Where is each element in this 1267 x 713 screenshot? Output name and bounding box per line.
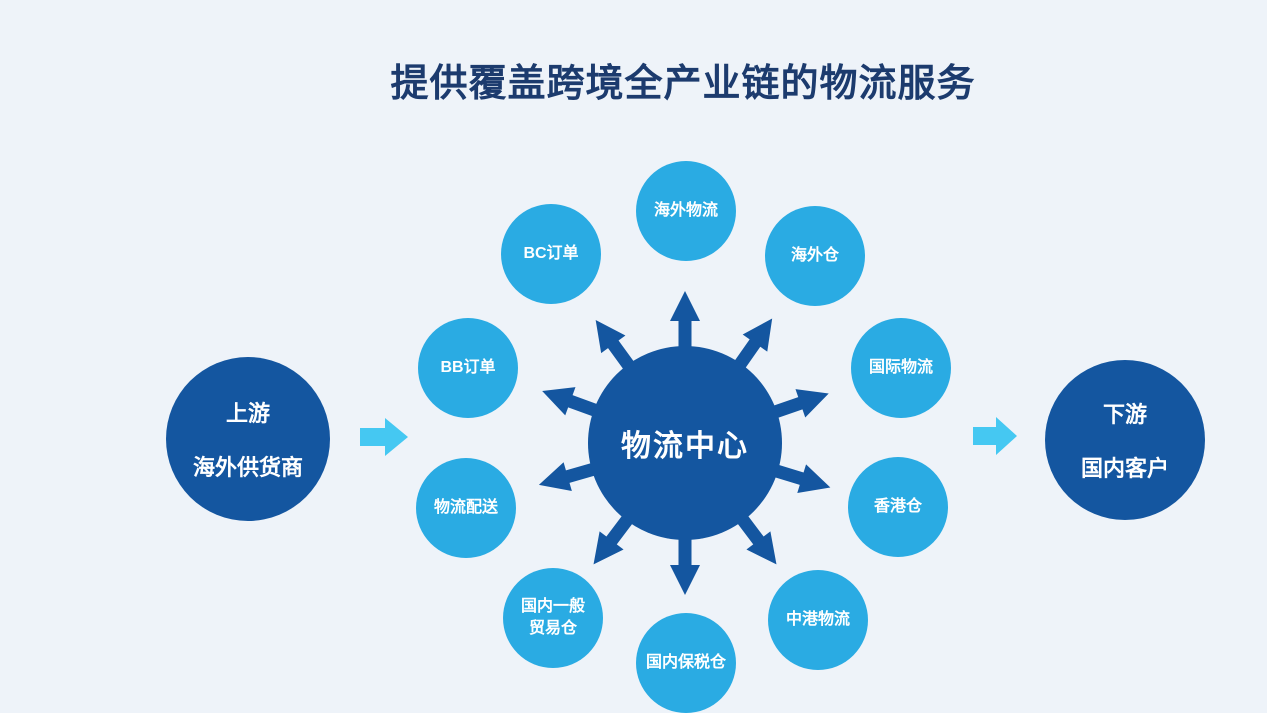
satellite-label: BC订单 [523, 244, 579, 262]
satellite-bc-orders: BC订单 [501, 204, 601, 304]
downstream-node-line1: 下游 [1102, 402, 1147, 427]
satellite-domestic-bonded-warehouse: 国内保税仓 [636, 613, 736, 713]
satellite-label: 国际物流 [868, 358, 933, 376]
satellite-logistics-distribution: 物流配送 [416, 458, 516, 558]
satellite-china-hk-logistics: 中港物流 [768, 570, 868, 670]
upstream-node: 上游 海外供货商 [166, 357, 330, 521]
satellite-label: 中港物流 [785, 610, 850, 628]
satellite-overseas-warehouse: 海外仓 [765, 206, 865, 306]
flow-arrow-right [973, 417, 1017, 455]
satellite-label: 物流配送 [433, 498, 498, 516]
radial-arrow-down [670, 513, 700, 595]
satellite-label: 国内保税仓 [645, 653, 726, 671]
downstream-node: 下游 国内客户 [1045, 360, 1205, 520]
logistics-center-label: 物流中心 [621, 430, 749, 463]
flow-arrow-left [360, 418, 408, 456]
satellite-overseas-logistics: 海外物流 [636, 161, 736, 261]
upstream-node-line1: 上游 [225, 401, 270, 426]
satellite-domestic-general-trade-warehouse: 国内一般 贸易仓 [503, 568, 603, 668]
satellite-label: 海外物流 [653, 201, 718, 219]
satellite-label: 海外仓 [790, 246, 839, 264]
satellite-international-logistics: 国际物流 [851, 318, 951, 418]
satellite-label: 香港仓 [873, 497, 922, 515]
radial-arrow-up [670, 291, 700, 373]
satellite-label: 国内一般 贸易仓 [520, 597, 585, 637]
upstream-node-line2: 海外供货商 [192, 455, 303, 480]
satellite-hongkong-warehouse: 香港仓 [848, 457, 948, 557]
slide-title: 提供覆盖跨境全产业链的物流服务 [390, 63, 976, 105]
satellite-label: BB订单 [440, 358, 496, 376]
satellite-bb-orders: BB订单 [418, 318, 518, 418]
logistics-center-node: 物流中心 [588, 346, 782, 540]
downstream-node-line2: 国内客户 [1080, 456, 1169, 481]
